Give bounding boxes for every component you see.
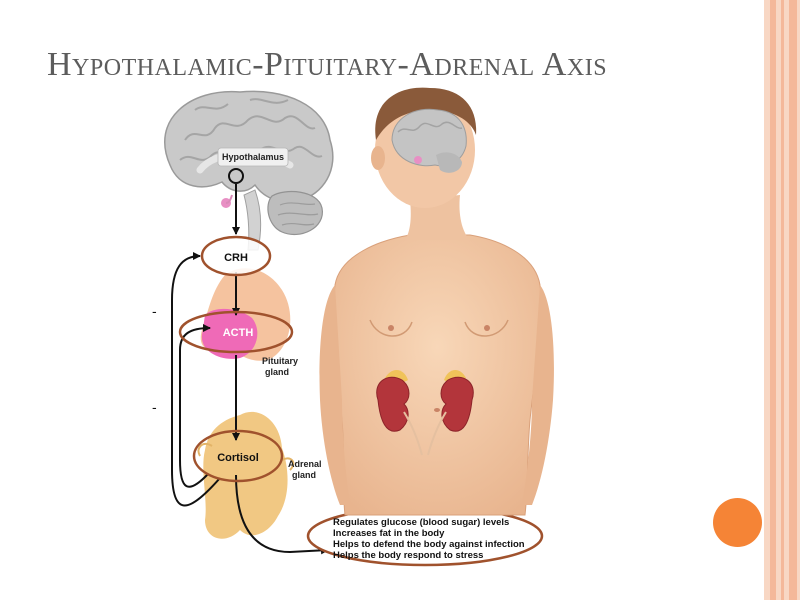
hypothalamus-marker	[228, 168, 244, 184]
pituitary-gland-illustration	[200, 268, 291, 361]
brain-illustration	[164, 90, 334, 251]
effect-item-3: Helps to defend the body against infecti…	[333, 539, 525, 550]
pituitary-label-line2: gland	[265, 367, 289, 377]
decorative-stripe-inner-3	[789, 0, 797, 600]
adrenal-gland-illustration	[197, 411, 295, 539]
pituitary-label-line1: Pituitary	[262, 356, 298, 366]
arrow-cortisol-to-effects	[235, 474, 329, 555]
acth-label: ACTH	[223, 327, 254, 339]
feedback-sign-2: -	[152, 399, 157, 415]
feedback-sign-1: -	[152, 303, 157, 319]
crh-ellipse	[200, 235, 272, 277]
effect-item-2: Increases fat in the body	[333, 528, 445, 539]
accent-circle	[713, 498, 762, 547]
hypothalamus-label: Hypothalamus	[222, 152, 284, 162]
cortisol-ellipse	[192, 429, 284, 483]
decorative-stripe-inner-1	[770, 0, 776, 600]
adrenal-label-line1: Adrenal	[288, 459, 322, 469]
adrenal-label-line2: gland	[292, 470, 316, 480]
feedback-arrow-to-acth	[179, 324, 211, 488]
effect-item-4: Helps the body respond to stress	[333, 550, 483, 561]
crh-label: CRH	[224, 252, 248, 264]
feedback-arrow-to-crh	[171, 252, 221, 507]
acth-ellipse	[178, 310, 294, 354]
decorative-stripe-inner-2	[781, 0, 784, 600]
human-figure-illustration	[319, 87, 554, 516]
cortisol-label: Cortisol	[217, 452, 259, 464]
slide-title: Hypothalamic-Pituitary-Adrenal Axis	[47, 46, 608, 83]
effect-item-1: Regulates glucose (blood sugar) levels	[333, 517, 509, 528]
hypothalamus-label-box	[217, 147, 289, 167]
